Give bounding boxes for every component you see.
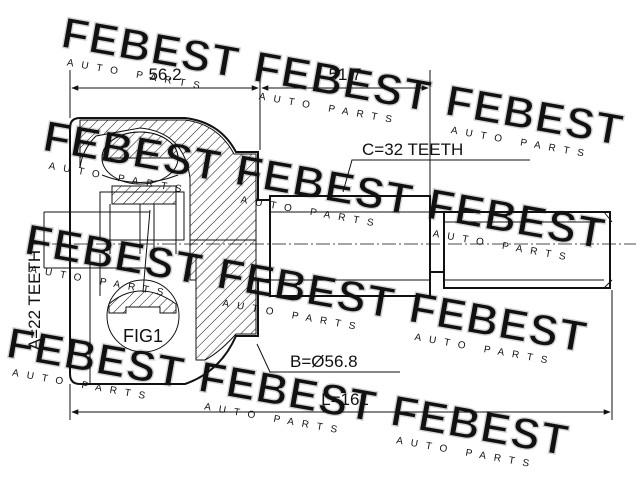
- diameter-leader: [256, 343, 400, 373]
- outer-teeth-label: C=32 TEETH: [362, 140, 463, 159]
- splined-shaft: [269, 195, 431, 297]
- housing-section-lower: [189, 239, 257, 361]
- total-length-label: L=161: [321, 390, 369, 409]
- fig1-label: FIG1: [123, 326, 163, 346]
- inner-teeth-label: A=22 TEETH: [25, 250, 44, 350]
- fig1-detail-circle: [106, 279, 180, 353]
- dimension-lines: [43, 85, 611, 415]
- diameter-label: B=Ø56.8: [290, 352, 358, 371]
- outer-housing: [69, 117, 271, 385]
- housing-length-label: 56.2: [148, 65, 181, 84]
- outer-teeth-leader: [342, 159, 530, 193]
- threaded-stub: [443, 211, 611, 289]
- shaft-length-label: 51.7: [328, 65, 361, 84]
- watermark-layer: FEBEST AUTO PARTS FEBEST AUTO PARTS FEBE…: [2, 8, 628, 471]
- extension-lines: [69, 70, 613, 420]
- cv-joint-body: [69, 117, 613, 385]
- inner-race-section: [111, 185, 177, 205]
- housing-section-upper: [79, 119, 257, 241]
